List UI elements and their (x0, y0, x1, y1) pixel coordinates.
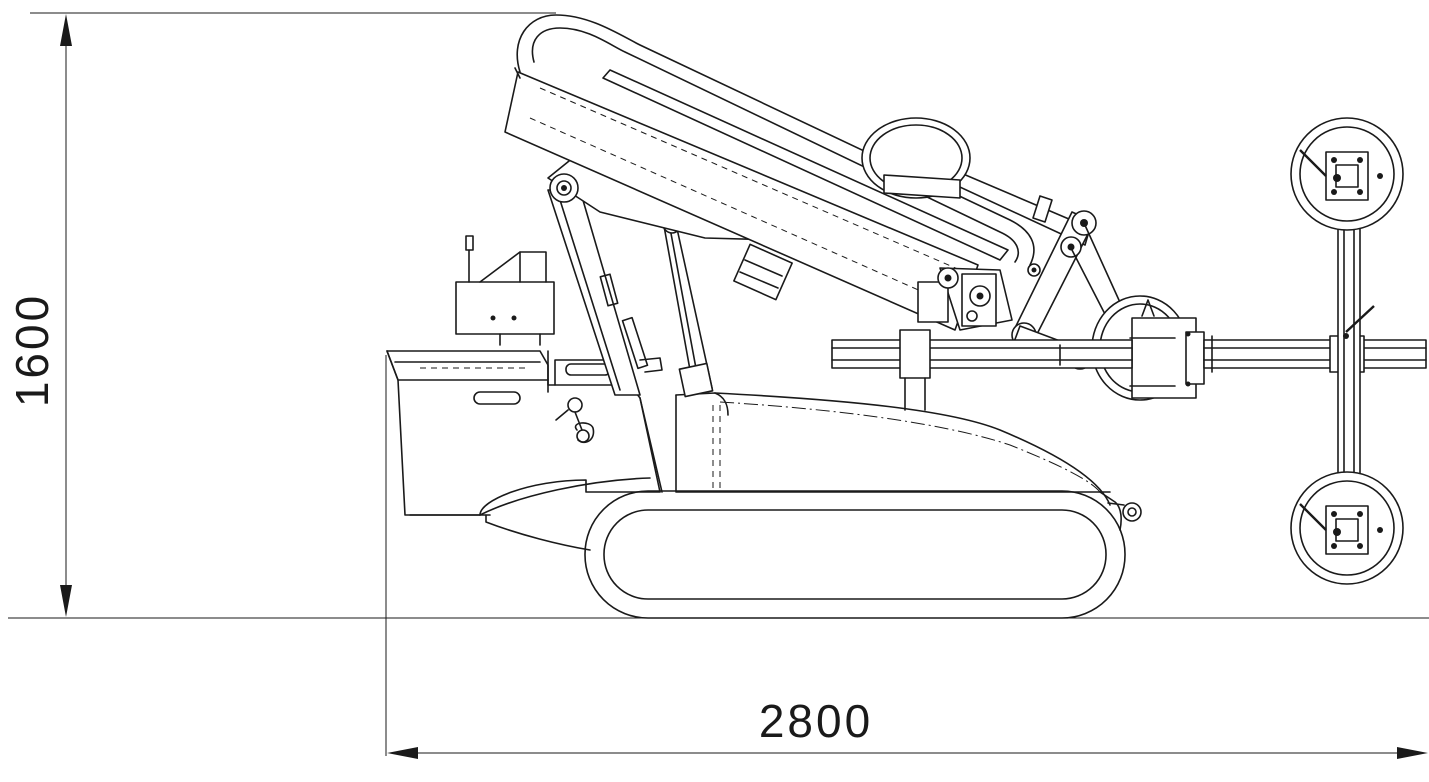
lift-cylinder (662, 214, 714, 398)
control-box (455, 235, 555, 346)
cross-beam-right (1203, 339, 1427, 369)
lower-cup-lever (1299, 503, 1327, 531)
track-inner (603, 509, 1107, 600)
chassis-body (409, 392, 1142, 551)
hose-carrier (516, 14, 1035, 266)
cross-beam (831, 329, 1427, 411)
front-fender (479, 477, 651, 516)
boom-head (917, 267, 1013, 331)
valve (621, 316, 649, 370)
cross-beam-left (831, 339, 1133, 369)
rotary-head (1129, 299, 1205, 399)
engine-cover-outline (675, 392, 1111, 506)
telescopic-boom (504, 14, 1035, 331)
height-arrow-top (60, 14, 72, 46)
upper-slot (565, 363, 611, 376)
vertical-pad-beam (1290, 117, 1404, 585)
track-outer (584, 490, 1126, 619)
front-housing (386, 350, 661, 516)
lower-vacuum-cup (1290, 471, 1404, 585)
length-dimension-label: 2800 (759, 695, 873, 747)
housing-slot (473, 391, 521, 405)
towing-eye (1122, 502, 1142, 522)
center-lever (1345, 305, 1375, 333)
height-dimension-label: 1600 (6, 293, 58, 407)
length-arrow-left (387, 747, 418, 759)
lynch-pin-1 (567, 397, 583, 413)
crawler-track (584, 490, 1126, 619)
drive-motor (733, 243, 793, 301)
antenna-plug (465, 235, 474, 251)
dimension-lines (8, 12, 1429, 759)
upper-cup-lever (1299, 149, 1327, 177)
height-arrow-bottom (60, 585, 72, 617)
upper-vacuum-cup (1290, 117, 1404, 231)
towing-bracket (1099, 491, 1122, 531)
length-arrow-right (1397, 747, 1428, 759)
